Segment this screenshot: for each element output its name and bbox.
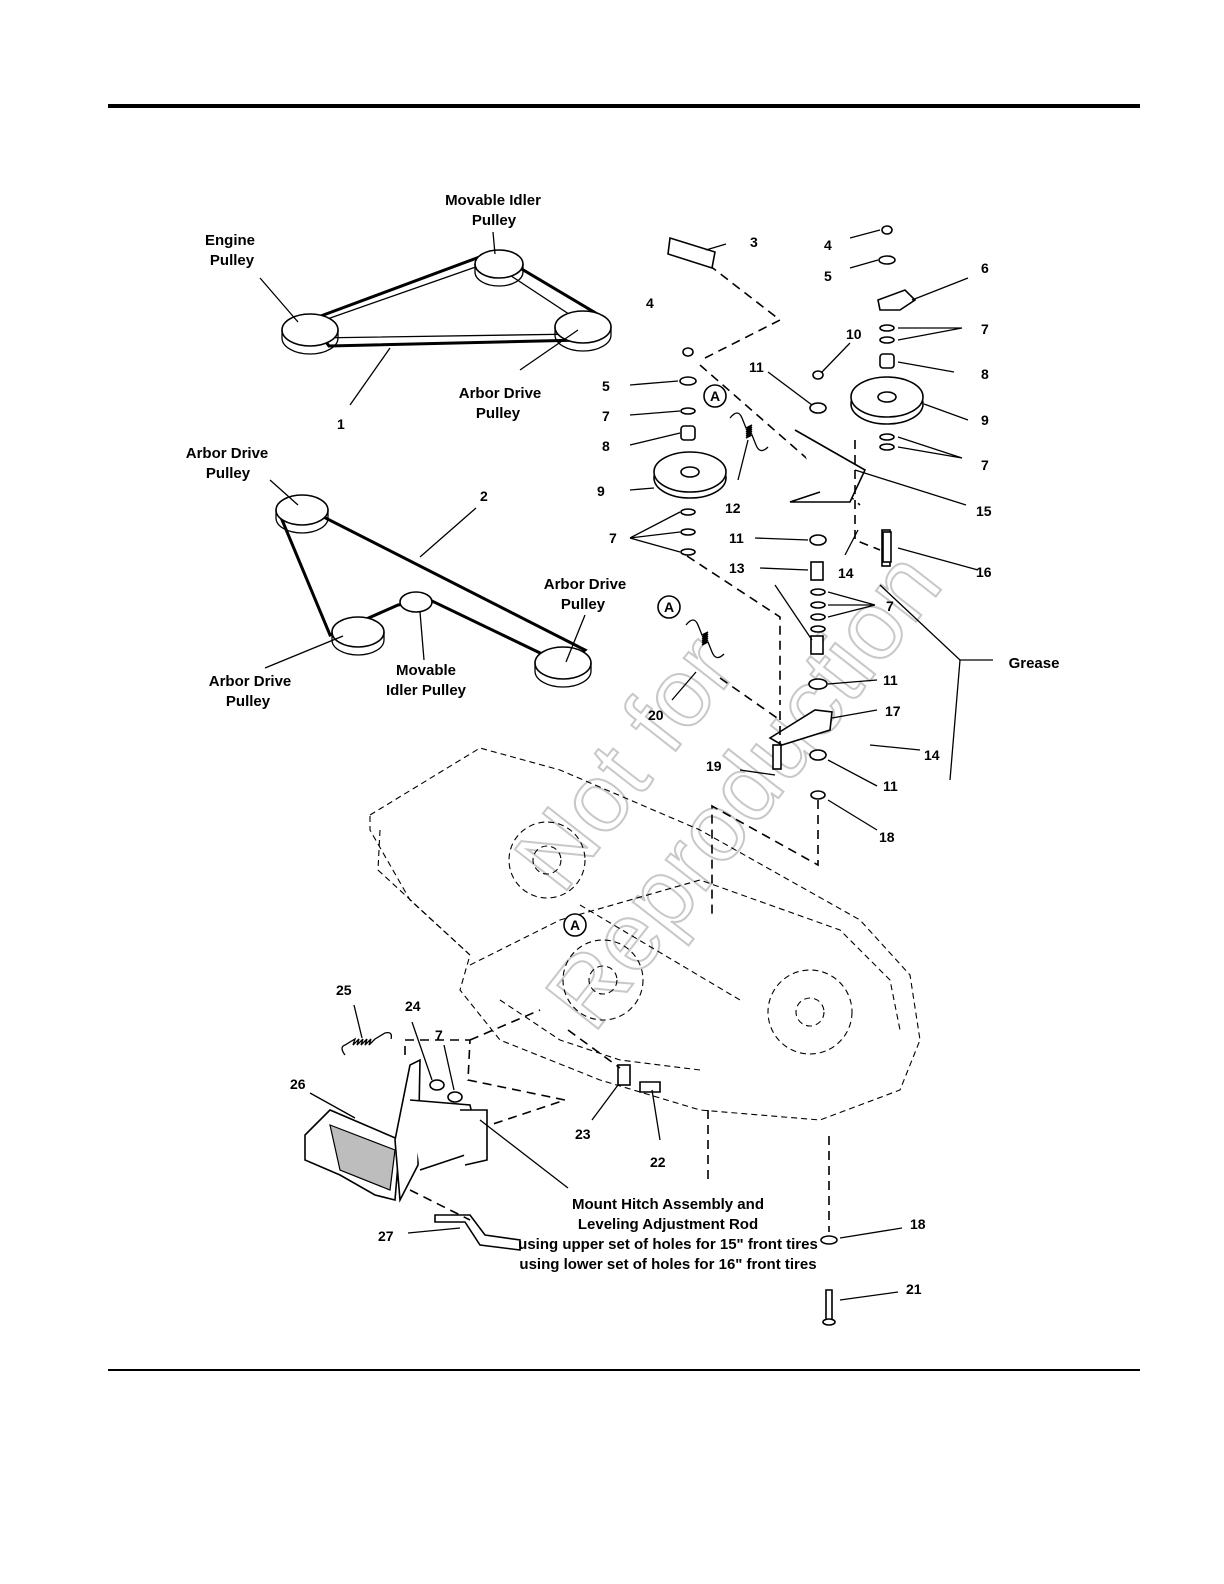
center-idler-arm-stack bbox=[667, 236, 867, 915]
movable-idler-pulley bbox=[474, 249, 524, 279]
instruction-note: Mount Hitch Assembly and Leveling Adjust… bbox=[518, 1196, 818, 1273]
bolts bbox=[707, 531, 892, 1326]
arbor-drive-2-label-line1: Arbor Drive bbox=[186, 445, 269, 462]
callout-a-3: A bbox=[563, 913, 587, 937]
part-label-7-e: 7 bbox=[886, 598, 894, 614]
part-label-8-left: 8 bbox=[602, 438, 610, 454]
part-label-11-d: 11 bbox=[883, 778, 898, 794]
handle-grip bbox=[667, 236, 716, 270]
part-label-11-a: 11 bbox=[749, 359, 764, 375]
movable-idler-top-label-line2: Pulley bbox=[472, 212, 517, 229]
part-label-9-right: 9 bbox=[981, 412, 989, 428]
part-label-11-c: 11 bbox=[883, 672, 898, 688]
part-label-16: 16 bbox=[976, 564, 992, 580]
part-label-6: 6 bbox=[981, 260, 989, 276]
movable-idler-pulley-2 bbox=[399, 591, 433, 613]
engine-pulley-label-line1: Engine bbox=[205, 232, 255, 249]
header-rule bbox=[108, 104, 1140, 108]
footer-rule bbox=[108, 1369, 1140, 1371]
idler-arm bbox=[789, 429, 867, 503]
engine-pulley bbox=[281, 313, 339, 347]
part-label-19: 19 bbox=[706, 758, 722, 774]
part-label-7-f: 7 bbox=[435, 1027, 443, 1043]
part-label-9-left: 9 bbox=[597, 483, 605, 499]
part-label-18-b: 18 bbox=[910, 1216, 926, 1232]
mower-deck bbox=[369, 747, 921, 1121]
springs bbox=[341, 412, 781, 1056]
arbor-drive-pulley-right bbox=[534, 646, 592, 680]
part-label-8-right: 8 bbox=[981, 366, 989, 382]
movable-idler-top-label-line1: Movable Idler bbox=[445, 192, 541, 209]
engine-pulley-label-line2: Pulley bbox=[210, 252, 255, 269]
part-label-24: 24 bbox=[405, 998, 421, 1014]
part-label-14-b: 14 bbox=[924, 747, 940, 763]
note-line-4: using lower set of holes for 16" front t… bbox=[519, 1256, 816, 1273]
part-label-18-a: 18 bbox=[879, 829, 895, 845]
grease-label: Grease bbox=[1009, 655, 1060, 672]
part-label-14-a: 14 bbox=[838, 565, 854, 581]
belt-diagram-2 bbox=[275, 494, 592, 688]
arbor-drive-2-label-line2: Pulley bbox=[206, 465, 251, 482]
part-label-1: 1 bbox=[337, 416, 345, 432]
part-label-20: 20 bbox=[648, 707, 664, 723]
hitch-assembly bbox=[304, 1009, 661, 1251]
arbor-drive-pulley bbox=[554, 310, 612, 344]
part-label-5-right: 5 bbox=[824, 268, 832, 284]
part-label-15: 15 bbox=[976, 503, 992, 519]
callout-a-2: A bbox=[657, 595, 681, 619]
arbor-drive-pulley-bottom bbox=[331, 616, 385, 648]
part-label-5-left: 5 bbox=[602, 378, 610, 394]
svg-text:A: A bbox=[710, 388, 720, 404]
arbor-drive-1-label-line1: Arbor Drive bbox=[459, 385, 542, 402]
arbor-drive-4-label-line2: Pulley bbox=[226, 693, 271, 710]
leveling-rod bbox=[434, 1214, 521, 1251]
part-label-12: 12 bbox=[725, 500, 741, 516]
svg-text:A: A bbox=[570, 917, 580, 933]
arbor-drive-3-label-line2: Pulley bbox=[561, 596, 606, 613]
belt-labels: Engine Pulley Movable Idler Pulley Arbor… bbox=[186, 192, 1060, 710]
part-label-7-a: 7 bbox=[602, 408, 610, 424]
part-label-4-right: 4 bbox=[824, 237, 832, 253]
movable-idler-bottom-label-line2: Idler Pulley bbox=[386, 682, 467, 699]
part-label-11-b: 11 bbox=[729, 530, 744, 546]
part-number-labels: 1 2 3 4 4 5 5 6 7 7 7 7 7 7 8 8 9 9 10 1… bbox=[290, 234, 992, 1297]
note-line-1: Mount Hitch Assembly and bbox=[572, 1196, 764, 1213]
part-label-23: 23 bbox=[575, 1126, 591, 1142]
callout-a-1: A bbox=[703, 384, 727, 408]
leader-lines bbox=[259, 229, 993, 1301]
part-label-22: 22 bbox=[650, 1154, 666, 1170]
arbor-drive-1-label-line2: Pulley bbox=[476, 405, 521, 422]
note-line-2: Leveling Adjustment Rod bbox=[578, 1216, 758, 1233]
part-label-7-d: 7 bbox=[609, 530, 617, 546]
arbor-drive-pulley-left bbox=[275, 494, 329, 526]
part-label-26: 26 bbox=[290, 1076, 306, 1092]
movable-idler-bottom-label-line1: Movable bbox=[396, 662, 456, 679]
part-label-25: 25 bbox=[336, 982, 352, 998]
part-label-4-left: 4 bbox=[646, 295, 654, 311]
part-label-17: 17 bbox=[885, 703, 901, 719]
part-label-10: 10 bbox=[846, 326, 862, 342]
part-label-27: 27 bbox=[378, 1228, 394, 1244]
arbor-drive-4-label-line1: Arbor Drive bbox=[209, 673, 292, 690]
part-label-13: 13 bbox=[729, 560, 745, 576]
part-label-3: 3 bbox=[750, 234, 758, 250]
left-pulley-stack bbox=[653, 347, 781, 700]
part-label-2: 2 bbox=[480, 488, 488, 504]
part-label-21: 21 bbox=[906, 1281, 922, 1297]
note-line-3: using upper set of holes for 15" front t… bbox=[518, 1236, 818, 1253]
part-label-7-b: 7 bbox=[981, 321, 989, 337]
arbor-drive-3-label-line1: Arbor Drive bbox=[544, 576, 627, 593]
right-pulley-stack bbox=[850, 225, 924, 567]
part-label-7-c: 7 bbox=[981, 457, 989, 473]
belt-diagram-1 bbox=[281, 249, 612, 355]
svg-text:A: A bbox=[664, 599, 674, 615]
